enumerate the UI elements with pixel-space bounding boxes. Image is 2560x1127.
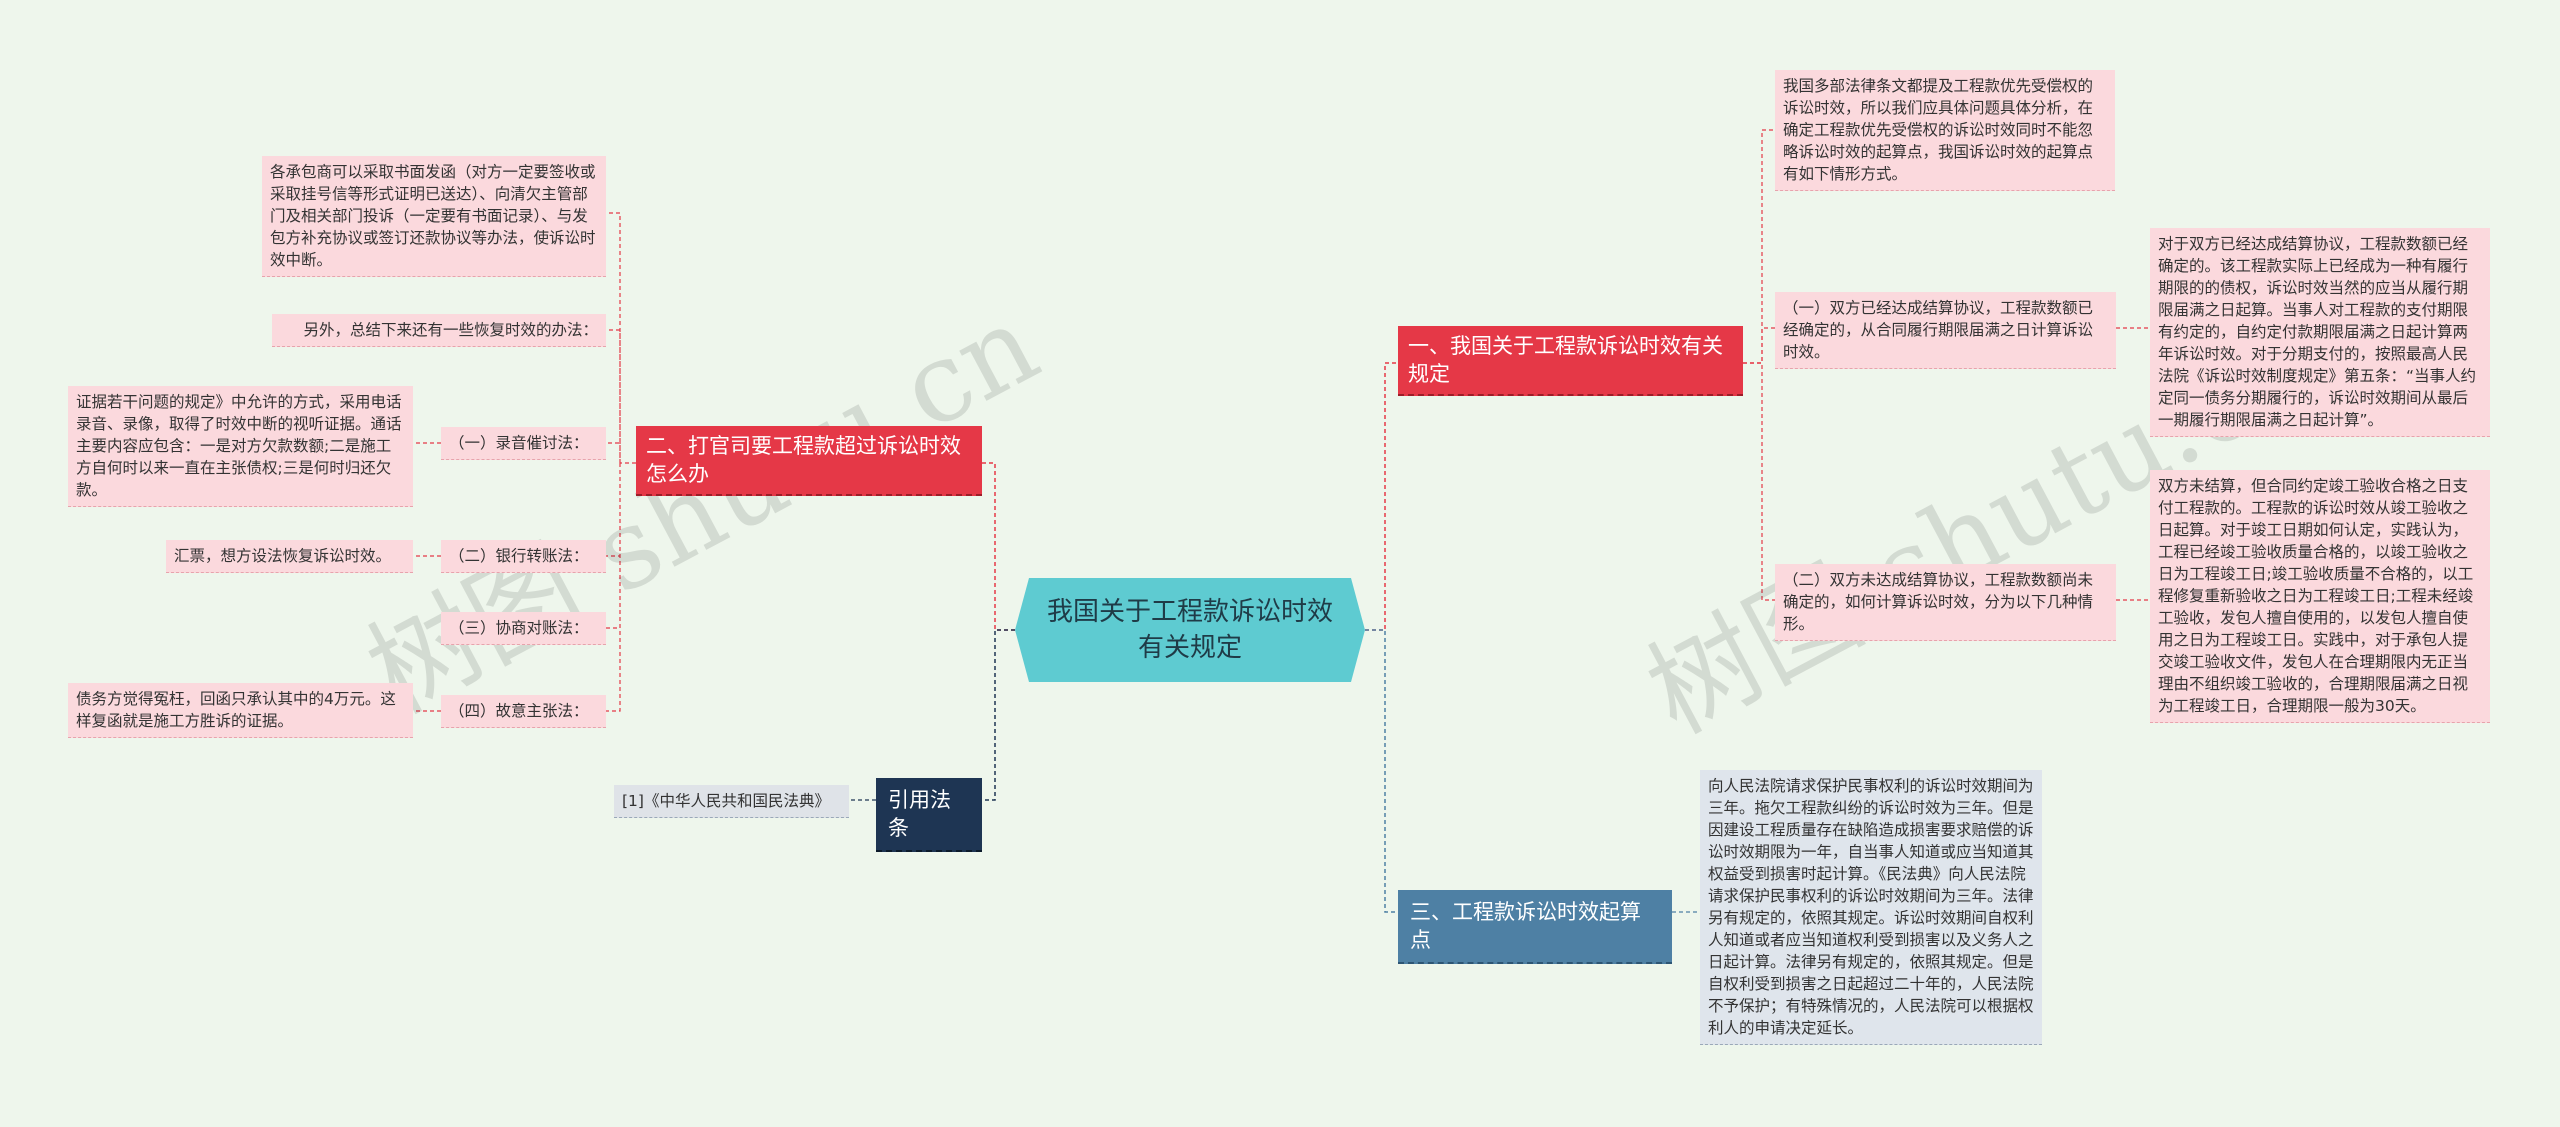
leaf-intro[interactable]: 我国多部法律条文都提及工程款优先受偿权的诉讼时效，所以我们应具体问题具体分析，在… bbox=[1775, 70, 2115, 191]
leaf-case2-detail-text: 双方未结算，但合同约定竣工验收合格之日支付工程款的。工程款的诉讼时效从竣工验收之… bbox=[2158, 477, 2474, 715]
leaf-method-2-detail-text: 汇票，想方设法恢复诉讼时效。 bbox=[174, 547, 392, 565]
leaf-top-detail-text: 各承包商可以采取书面发函（对方一定要签收或采取挂号信等形式证明已送达）、向清欠主… bbox=[270, 163, 596, 269]
branch-2-label: 二、打官司要工程款超过诉讼时效怎么办 bbox=[646, 434, 961, 486]
link-b2-children bbox=[606, 212, 636, 712]
leaf-b3-detail-text: 向人民法院请求保护民事权利的诉讼时效期间为三年。拖欠工程款纠纷的诉讼时效为三年。… bbox=[1708, 777, 2034, 1037]
link-root-b2 bbox=[982, 462, 1015, 631]
leaf-other-text: 另外，总结下来还有一些恢复时效的办法： bbox=[303, 321, 598, 339]
leaf-case2[interactable]: （二）双方未达成结算协议，工程款数额尚未确定的，如何计算诉讼时效，分为以下几种情… bbox=[1775, 564, 2116, 641]
leaf-case1-detail-text: 对于双方已经达成结算协议，工程款数额已经确定的。该工程款实际上已经成为一种有履行… bbox=[2158, 235, 2477, 429]
leaf-other[interactable]: 另外，总结下来还有一些恢复时效的办法： bbox=[272, 314, 606, 347]
leaf-law-text: [1]《中华人民共和国民法典》 bbox=[622, 792, 830, 810]
branch-4-topic[interactable]: 引用法条 bbox=[876, 778, 982, 852]
leaf-method-1[interactable]: （一）录音催讨法： bbox=[441, 427, 606, 460]
branch-3-label: 三、工程款诉讼时效起算点 bbox=[1410, 900, 1641, 952]
leaf-method-3[interactable]: （三）协商对账法： bbox=[441, 612, 606, 645]
link-b1-intro bbox=[1743, 129, 1775, 364]
leaf-case2-detail[interactable]: 双方未结算，但合同约定竣工验收合格之日支付工程款的。工程款的诉讼时效从竣工验收之… bbox=[2150, 470, 2490, 723]
leaf-method-2-text: （二）银行转账法： bbox=[449, 547, 589, 565]
leaf-case1-detail[interactable]: 对于双方已经达成结算协议，工程款数额已经确定的。该工程款实际上已经成为一种有履行… bbox=[2150, 228, 2490, 437]
root-topic[interactable]: 我国关于工程款诉讼时效有关规定 bbox=[1015, 578, 1365, 682]
link-root-b1 bbox=[1365, 362, 1398, 631]
leaf-intro-text: 我国多部法律条文都提及工程款优先受偿权的诉讼时效，所以我们应具体问题具体分析，在… bbox=[1783, 77, 2094, 183]
leaf-case1-text: （一）双方已经达成结算协议，工程款数额已经确定的，从合同履行期限届满之日计算诉讼… bbox=[1783, 299, 2094, 361]
leaf-method-1-detail-text: 证据若干问题的规定》中允许的方式，采用电话录音、录像，取得了时效中断的视听证据。… bbox=[76, 393, 402, 499]
leaf-method-1-text: （一）录音催讨法： bbox=[449, 434, 589, 452]
root-topic-label: 我国关于工程款诉讼时效有关规定 bbox=[1046, 597, 1333, 663]
leaf-method-4-detail-text: 债务方觉得冤枉，回函只承认其中的4万元。这样复函就是施工方胜诉的证据。 bbox=[76, 690, 396, 730]
leaf-method-4-text: （四）故意主张法： bbox=[449, 702, 589, 720]
branch-1-label: 一、我国关于工程款诉讼时效有关规定 bbox=[1408, 334, 1723, 386]
leaf-method-1-detail[interactable]: 证据若干问题的规定》中允许的方式，采用电话录音、录像，取得了时效中断的视听证据。… bbox=[68, 386, 413, 507]
leaf-top-detail[interactable]: 各承包商可以采取书面发函（对方一定要签收或采取挂号信等形式证明已送达）、向清欠主… bbox=[262, 156, 606, 277]
leaf-method-4-detail[interactable]: 债务方觉得冤枉，回函只承认其中的4万元。这样复函就是施工方胜诉的证据。 bbox=[68, 683, 413, 738]
leaf-method-4[interactable]: （四）故意主张法： bbox=[441, 695, 606, 728]
link-root-b4 bbox=[982, 629, 1015, 801]
branch-2-topic[interactable]: 二、打官司要工程款超过诉讼时效怎么办 bbox=[636, 426, 982, 496]
branch-3-topic[interactable]: 三、工程款诉讼时效起算点 bbox=[1398, 890, 1672, 964]
branch-4-label: 引用法条 bbox=[888, 788, 951, 840]
link-b1-case2 bbox=[1743, 362, 1775, 601]
leaf-law[interactable]: [1]《中华人民共和国民法典》 bbox=[614, 785, 849, 818]
leaf-case1[interactable]: （一）双方已经达成结算协议，工程款数额已经确定的，从合同履行期限届满之日计算诉讼… bbox=[1775, 292, 2116, 369]
leaf-b3-detail[interactable]: 向人民法院请求保护民事权利的诉讼时效期间为三年。拖欠工程款纠纷的诉讼时效为三年。… bbox=[1700, 770, 2042, 1045]
leaf-method-2[interactable]: （二）银行转账法： bbox=[441, 540, 606, 573]
leaf-method-2-detail[interactable]: 汇票，想方设法恢复诉讼时效。 bbox=[166, 540, 413, 573]
branch-1-topic[interactable]: 一、我国关于工程款诉讼时效有关规定 bbox=[1398, 326, 1743, 396]
leaf-method-3-text: （三）协商对账法： bbox=[449, 619, 589, 637]
leaf-case2-text: （二）双方未达成结算协议，工程款数额尚未确定的，如何计算诉讼时效，分为以下几种情… bbox=[1783, 571, 2094, 633]
link-root-b3 bbox=[1365, 629, 1398, 913]
link-b1-case1 bbox=[1743, 327, 1775, 364]
